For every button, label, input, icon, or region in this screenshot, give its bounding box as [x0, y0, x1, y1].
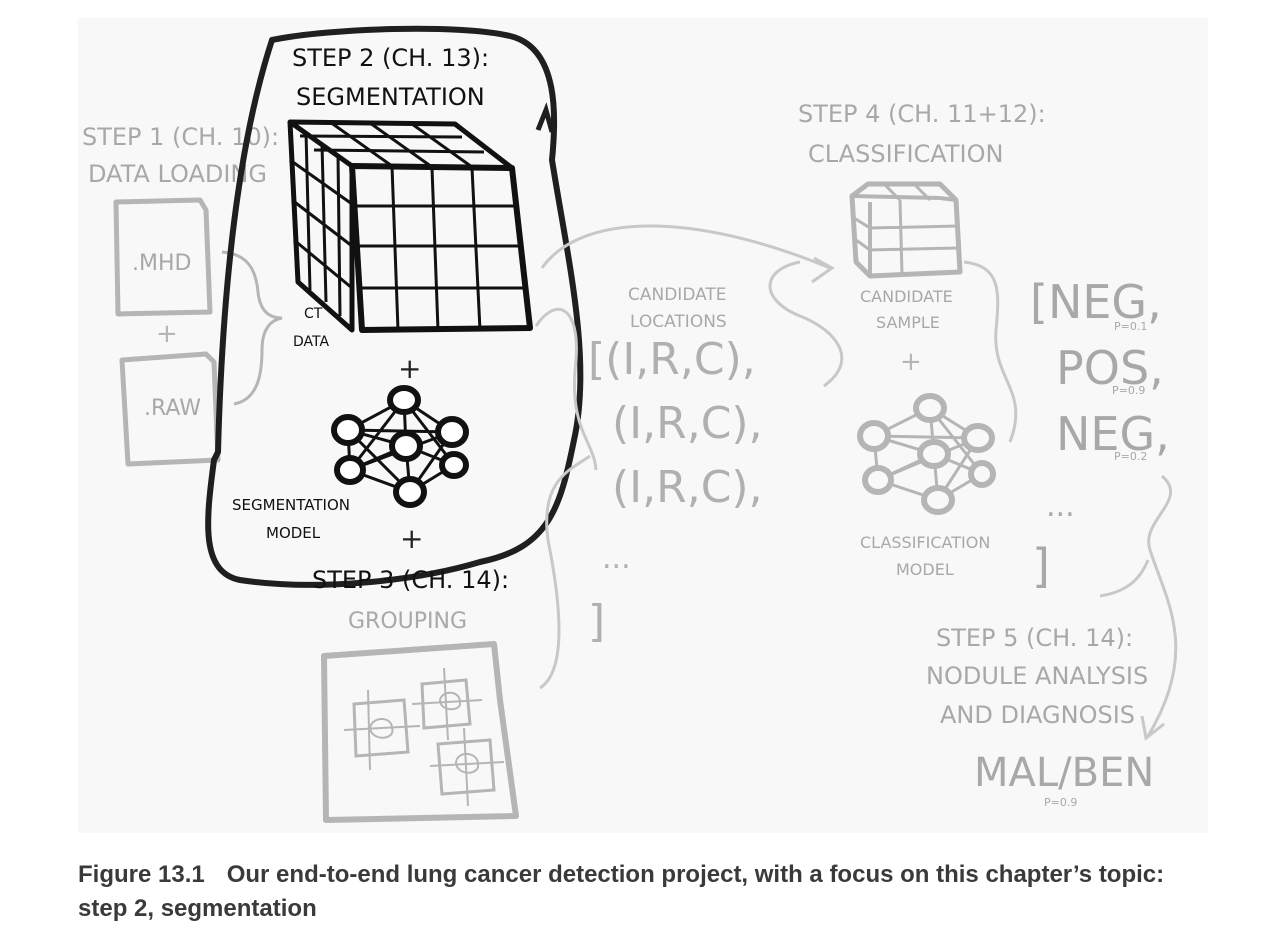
arrow-locations-loop — [768, 260, 844, 388]
step3-title-line1: STEP 3 (CH. 14): — [312, 566, 509, 594]
ct-data-label-line2: DATA — [293, 334, 329, 350]
raw-file-icon — [119, 351, 221, 467]
step2-outline-arrowhead — [535, 102, 555, 133]
results-close-bracket: ] — [1032, 539, 1050, 593]
step5-title-line2: NODULE ANALYSIS — [926, 662, 1148, 690]
step4-title-line2: CLASSIFICATION — [808, 140, 1003, 168]
segmentation-model-label-line2: MODEL — [266, 524, 321, 542]
arrow-sample-to-results — [963, 260, 1018, 443]
step5-title-line1: STEP 5 (CH. 14): — [936, 624, 1133, 652]
raw-file-label: .RAW — [144, 396, 201, 421]
diagnosis-result: MAL/BEN — [974, 750, 1154, 796]
result-1-label: [NEG, — [1030, 275, 1162, 329]
candidate-locations-group: CANDIDATE LOCATIONS [(I,R,C), (I,R,C), (… — [588, 285, 763, 647]
result-3-prob: P=0.2 — [1114, 450, 1147, 463]
ct-data-label-line1: CT — [304, 306, 323, 322]
arrow-grouping-to-locations — [539, 454, 591, 690]
step1-group: STEP 1 (CH. 10): DATA LOADING .MHD + .RA… — [82, 123, 283, 467]
step3-group: STEP 3 (CH. 14): GROUPING — [312, 566, 519, 823]
candidate-location-1: [(I,R,C), — [588, 334, 756, 385]
candidate-location-2: (I,R,C), — [612, 398, 763, 449]
step5-title-line3: AND DIAGNOSIS — [940, 701, 1135, 729]
step4-plus-sign: + — [900, 347, 922, 377]
results-ellipsis: ... — [1046, 489, 1075, 524]
candidate-locations-ellipsis: ... — [602, 541, 631, 576]
step5-group: STEP 5 (CH. 14): NODULE ANALYSIS AND DIA… — [926, 624, 1154, 809]
step2-group: STEP 2 (CH. 13): SEGMENTATION CT DATA + — [205, 25, 584, 588]
figure-background — [78, 18, 1208, 833]
step1-brace — [221, 250, 283, 406]
step2-plus-sign-1: + — [398, 352, 421, 385]
arrow-to-candidate-sample — [540, 224, 831, 270]
segmentation-network-icon — [331, 385, 469, 508]
candidate-locations-label-line2: LOCATIONS — [630, 312, 727, 332]
step4-group: STEP 4 (CH. 11+12): CLASSIFICATION CANDI… — [798, 100, 1046, 579]
result-3-label: NEG, — [1056, 407, 1170, 461]
step2-plus-sign-2: + — [400, 522, 423, 555]
figure-caption-text: Our end-to-end lung cancer detection pro… — [78, 861, 1165, 922]
candidate-locations-label-line1: CANDIDATE — [628, 285, 727, 305]
candidate-location-3: (I,R,C), — [612, 462, 763, 513]
mhd-file-label: .MHD — [132, 251, 191, 276]
classification-results-group: [NEG, P=0.1 POS, P=0.9 NEG, P=0.2 ... ] — [1030, 275, 1170, 593]
diagnosis-prob: P=0.9 — [1044, 796, 1077, 809]
ct-cube-icon — [287, 119, 533, 333]
figure-number: Figure 13.1 — [78, 861, 205, 888]
step2-highlight-outline — [205, 25, 584, 588]
classification-model-label-line2: MODEL — [896, 560, 954, 579]
step1-plus-sign: + — [156, 319, 178, 349]
candidate-sample-cube-icon — [849, 181, 963, 279]
candidate-sample-label-line2: SAMPLE — [876, 313, 940, 332]
result-1-prob: P=0.1 — [1114, 320, 1147, 333]
grouping-image-icon — [321, 641, 519, 823]
mhd-file-icon — [113, 197, 213, 317]
result-2-label: POS, — [1056, 341, 1164, 395]
step3-title-line2: GROUPING — [348, 609, 467, 634]
step2-title-line2: SEGMENTATION — [296, 83, 485, 111]
step4-title-line1: STEP 4 (CH. 11+12): — [798, 100, 1046, 128]
classification-network-icon — [857, 393, 996, 515]
step2-title-line1: STEP 2 (CH. 13): — [292, 44, 489, 72]
arrow-results-to-step5-head — [1140, 715, 1165, 741]
arrow-cube-to-locations — [534, 307, 598, 471]
result-2-prob: P=0.9 — [1112, 384, 1145, 397]
flow-arrows — [534, 224, 1178, 741]
arrow-to-candidate-sample-head — [811, 256, 835, 284]
arrow-results-to-step5 — [1146, 474, 1178, 737]
arrow-close-to-step5 — [1099, 559, 1150, 598]
candidate-locations-close-bracket: ] — [588, 596, 605, 647]
candidate-sample-label-line1: CANDIDATE — [860, 287, 953, 306]
segmentation-model-label-line1: SEGMENTATION — [232, 496, 350, 514]
classification-model-label-line1: CLASSIFICATION — [860, 533, 990, 552]
